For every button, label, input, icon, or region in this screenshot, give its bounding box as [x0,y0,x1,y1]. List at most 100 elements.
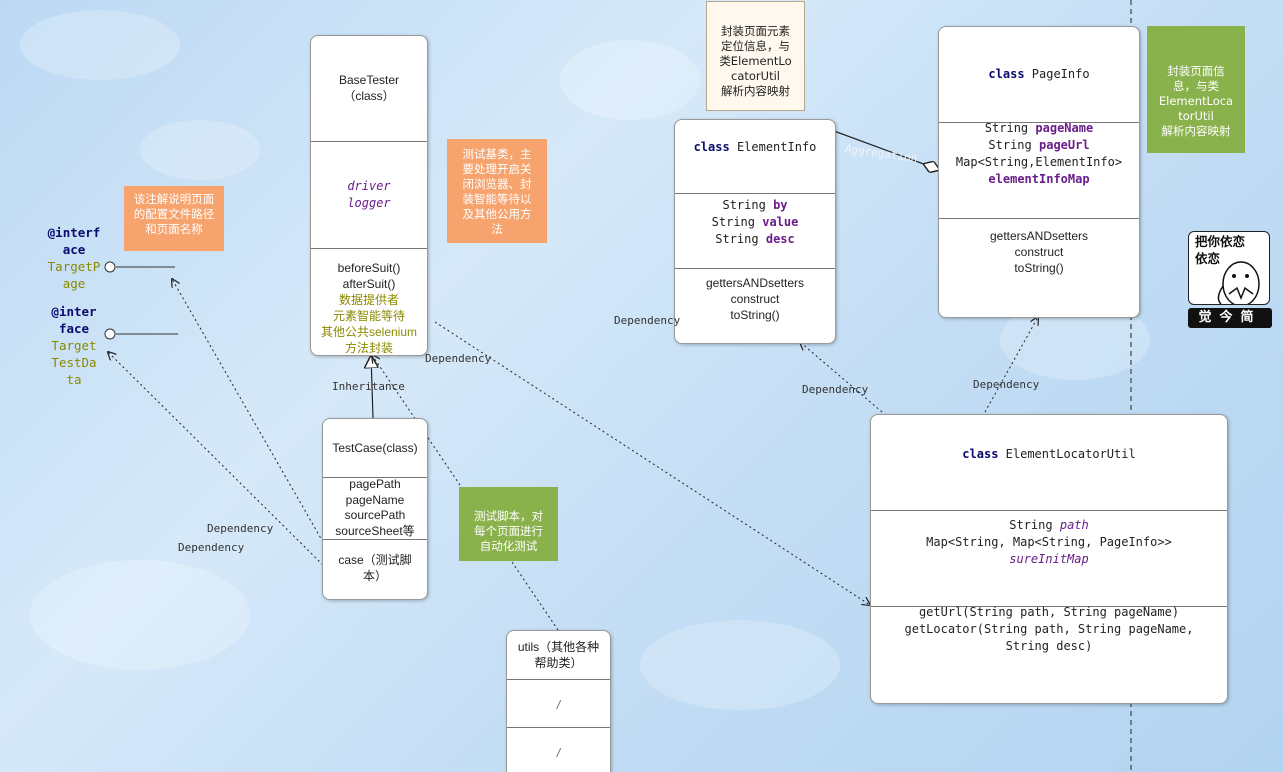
note-line: catorUtil [731,69,780,83]
interface-keyword: ace [62,242,86,257]
page-info-note: 封装页面信 息，与类 ElementLoca torUtil 解析内容映射 [1147,26,1245,153]
class-methods: gettersANDsetters construct toString() [675,275,835,323]
section-divider [311,248,427,249]
class-fields: String by String value String desc [675,197,835,248]
class-utils[interactable]: utils（其他各种 帮助类） / / [506,630,611,772]
class-fields: pagePath pageName sourcePath sourceSheet… [323,477,427,539]
method: gettersANDsetters [989,229,1089,243]
field: sourceSheet等 [335,523,415,538]
interface-name: TargetP [47,259,101,274]
interface-keyword: @inter [51,304,97,319]
field-type: String [722,198,766,212]
interface-target-page: @interf ace TargetP age [40,224,108,292]
watermark-text: 把你依恋 [1195,234,1246,249]
note-line: 每个页面进行 [474,524,543,538]
class-title: class ElementInfo [675,139,835,156]
class-methods: getUrl(String path, String pageName) get… [871,604,1227,655]
cartoon-face-icon [1217,261,1260,304]
class-fields: String path Map<String, Map<String, Page… [871,517,1227,568]
method-note: 数据提供者 [338,293,399,307]
dependency-line [108,352,324,566]
note-line: 闭浏览器、封 [462,177,532,191]
interface-target-test-data: @inter face Target TestDa ta [40,303,108,388]
method: String desc) [1005,639,1093,653]
dependency-line [984,317,1038,413]
class-keyword: class [988,67,1025,81]
field-type: String [1009,518,1053,532]
method: getLocator(String path, String pageName, [904,622,1194,636]
note-line: 测试基类，主 [462,147,532,161]
class-page-info[interactable]: class PageInfo String pageName String pa… [938,26,1140,318]
dependency-label: Dependency [425,352,492,365]
field-name: pageName [1035,121,1094,135]
inheritance-label: Inheritance [332,380,405,393]
field: String pageName [939,120,1139,137]
class-stereotype: （class） [343,89,395,103]
note-line: ElementLoca [1158,94,1234,108]
class-title: BaseTester [338,73,400,87]
note-line: 及其他公用方 [462,207,532,221]
class-element-locator-util[interactable]: class ElementLocatorUtil String path Map… [870,414,1228,704]
class-title: class ElementLocatorUtil [871,446,1227,463]
background-bubble [140,120,260,180]
element-info-note: 封装页面元素 定位信息，与 类ElementLo catorUtil 解析内容映… [706,1,805,111]
note-line: 解析内容映射 [721,84,790,98]
section-divider [323,539,427,540]
method: construct [1014,245,1064,259]
dependency-line [172,279,324,543]
method: afterSuit() [342,277,396,291]
note-line: 测试脚本，对 [474,509,543,523]
field-name: elementInfoMap [988,172,1090,186]
method: construct [730,292,780,306]
class-element-info[interactable]: class ElementInfo String by String value… [674,119,836,344]
note-line: 自动化测试 [479,539,538,553]
field: String pageUrl [939,137,1139,154]
interface-lollipop-circle [104,328,116,340]
interface-name: TestDa [51,355,97,370]
method: toString() [1014,261,1064,275]
dependency-line [800,342,883,413]
class-base-tester[interactable]: BaseTester （class） driver logger beforeS… [310,35,428,356]
class-fields: / [556,698,561,712]
watermark-text: 依恋 [1195,251,1221,266]
method: 本） [362,569,387,583]
method: beforeSuit() [337,261,401,275]
class-header: utils（其他各种 帮助类） [507,639,610,671]
field: pageName [345,492,405,507]
field: driver [347,179,391,193]
field-name: by [773,198,788,212]
note-line: 和页面名称 [145,222,203,236]
field-name: value [762,215,799,229]
field: String by [675,197,835,214]
field: pagePath [349,477,401,491]
field: Map<String,ElementInfo> [955,155,1123,169]
section-divider [871,510,1227,511]
field: logger [347,196,391,210]
section-divider [871,606,1227,607]
section-divider [507,727,610,728]
class-methods: beforeSuit() afterSuit() 数据提供者 元素智能等待 其他… [311,260,427,355]
section-divider [675,193,835,194]
class-keyword: class [693,140,730,154]
interface-lollipop-circle [104,261,116,273]
dependency-label: Dependency [207,522,274,535]
class-fields: driver logger [311,178,427,212]
class-test-case[interactable]: TestCase(class) pagePath pageName source… [322,418,428,600]
field-name: path [1059,518,1089,532]
class-name: ElementLocatorUtil [1005,447,1136,461]
note-line: 法 [491,222,503,236]
class-title: class PageInfo [939,66,1139,83]
dependency-label: Dependency [802,383,869,396]
method: getUrl(String path, String pageName) [918,605,1180,619]
class-name: PageInfo [1031,67,1090,81]
section-divider [675,268,835,269]
field: Map<String, Map<String, PageInfo>> [926,535,1172,549]
dependency-label: Dependency [178,541,245,554]
dependency-label: Dependency [614,314,681,327]
note-line: 定位信息，与 [721,39,790,53]
note-line: 装智能等待以 [462,192,532,206]
method: toString() [730,308,780,322]
method: gettersANDsetters [705,276,805,290]
class-methods: gettersANDsetters construct toString() [939,228,1139,276]
field-type: String [711,215,755,229]
